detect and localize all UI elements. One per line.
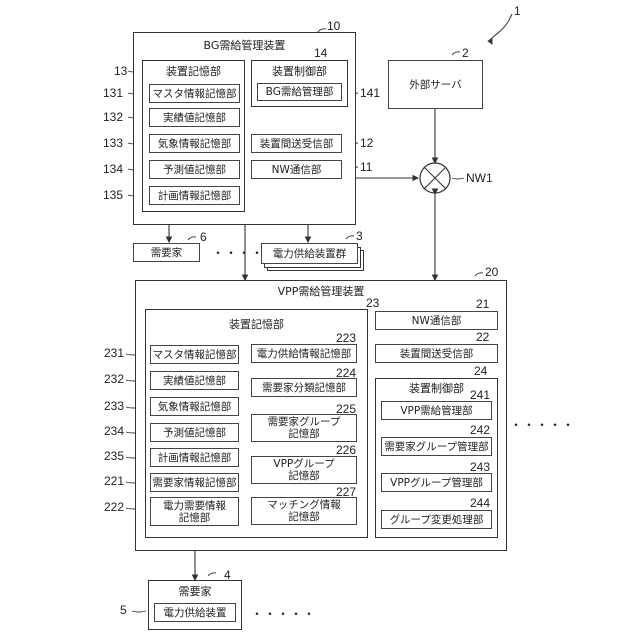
consumer-classification-storage: 需要家分類記憶部: [251, 378, 357, 397]
vpp-actual-storage: 実績値記憶部: [150, 371, 239, 390]
ref-243: 243: [470, 460, 490, 474]
network-ref: NW1: [466, 171, 493, 185]
consumer-top: 需要家: [133, 243, 200, 262]
ref-225: 225: [336, 402, 356, 416]
bg-plan-storage: 計画情報記憶部: [149, 186, 240, 205]
ref-21: 21: [476, 297, 489, 311]
network-node-icon: [420, 163, 450, 193]
ref-2: 2: [462, 46, 469, 60]
vpp-ellipsis: ・・・・・: [510, 416, 575, 433]
group-change-processor: グループ変更処理部: [381, 510, 492, 529]
power-supply-group: 電力供給装置群: [261, 243, 358, 264]
vpp-storage-title: 装置記憶部: [145, 316, 368, 332]
vpp-device-title: VPP需給管理装置: [135, 283, 507, 299]
consumer-group-storage: 需要家グループ 記憶部: [251, 414, 357, 442]
ref-134: 134: [103, 162, 123, 176]
matching-info-storage: マッチング情報 記憶部: [251, 497, 357, 525]
power-demand-storage: 電力需要情報 記憶部: [150, 497, 239, 526]
bg-weather-storage: 気象情報記憶部: [149, 134, 240, 153]
bg-supply-demand-manager: BG需給管理部: [257, 83, 342, 101]
consumer-bottom-title: 需要家: [148, 583, 242, 599]
vpp-device-ref: 20: [485, 265, 498, 279]
vpp-forecast-storage: 予測値記憶部: [150, 423, 239, 442]
consumer-info-storage: 需要家情報記憶部: [150, 473, 239, 492]
ref-4: 4: [224, 568, 231, 582]
ref-5: 5: [120, 603, 127, 617]
system-ref-arrow: [490, 14, 512, 44]
ref-141: 141: [360, 86, 380, 100]
external-server: 外部サーバ: [388, 60, 483, 109]
ref-22: 22: [476, 330, 489, 344]
vpp-master-storage: マスタ情報記憶部: [150, 345, 239, 364]
ref-235: 235: [104, 449, 124, 463]
vpp-transceiver: 装置間送受信部: [375, 344, 498, 363]
ref-241: 241: [470, 388, 490, 402]
ref-24: 24: [474, 364, 487, 378]
vpp-group-storage: VPPグループ 記憶部: [251, 456, 357, 484]
vpp-supply-demand-manager: VPP需給管理部: [381, 401, 492, 420]
vpp-plan-storage: 計画情報記憶部: [150, 448, 239, 467]
ref-135: 135: [103, 188, 123, 202]
ref-6: 6: [200, 230, 207, 244]
bg-nw-comm: NW通信部: [251, 160, 342, 179]
ref-132: 132: [103, 110, 123, 124]
ref-242: 242: [470, 423, 490, 437]
system-ref: 1: [514, 4, 521, 18]
bg-transceiver: 装置間送受信部: [251, 134, 342, 153]
ref-234: 234: [104, 424, 124, 438]
ref-133: 133: [103, 136, 123, 150]
ref-23: 23: [366, 296, 379, 310]
bg-actual-storage: 実績値記憶部: [149, 108, 240, 127]
ref-244: 244: [470, 496, 490, 510]
vpp-weather-storage: 気象情報記憶部: [150, 397, 239, 416]
bg-master-storage: マスタ情報記憶部: [149, 84, 240, 103]
power-supply-device: 電力供給装置: [154, 603, 236, 622]
consumer-bottom-ellipsis: ・・・・・: [251, 605, 316, 622]
consumer-top-ellipsis: ・・・・: [212, 244, 264, 261]
ref-221: 221: [104, 474, 124, 488]
ref-12: 12: [360, 136, 373, 150]
ref-227: 227: [336, 485, 356, 499]
ref-222: 222: [104, 500, 124, 514]
power-supply-info-storage: 電力供給情報記憶部: [251, 344, 357, 363]
ref-224: 224: [336, 366, 356, 380]
consumer-group-manager: 需要家グループ管理部: [381, 437, 492, 456]
bg-control-title: 装置制御部: [251, 63, 348, 79]
bg-forecast-storage: 予測値記憶部: [149, 160, 240, 179]
ref-226: 226: [336, 443, 356, 457]
vpp-nw-comm: NW通信部: [375, 311, 498, 330]
bg-storage-ref: 13: [114, 64, 127, 78]
ref-233: 233: [104, 399, 124, 413]
ref-232: 232: [104, 372, 124, 386]
bg-device-ref: 10: [327, 19, 340, 33]
vpp-group-manager: VPPグループ管理部: [381, 473, 492, 492]
bg-storage-title: 装置記憶部: [142, 63, 245, 79]
ref-131: 131: [103, 86, 123, 100]
ref-223: 223: [336, 331, 356, 345]
ref-231: 231: [104, 346, 124, 360]
ref-3: 3: [356, 229, 363, 243]
bg-control-ref: 14: [314, 46, 327, 60]
ref-11: 11: [360, 160, 372, 174]
